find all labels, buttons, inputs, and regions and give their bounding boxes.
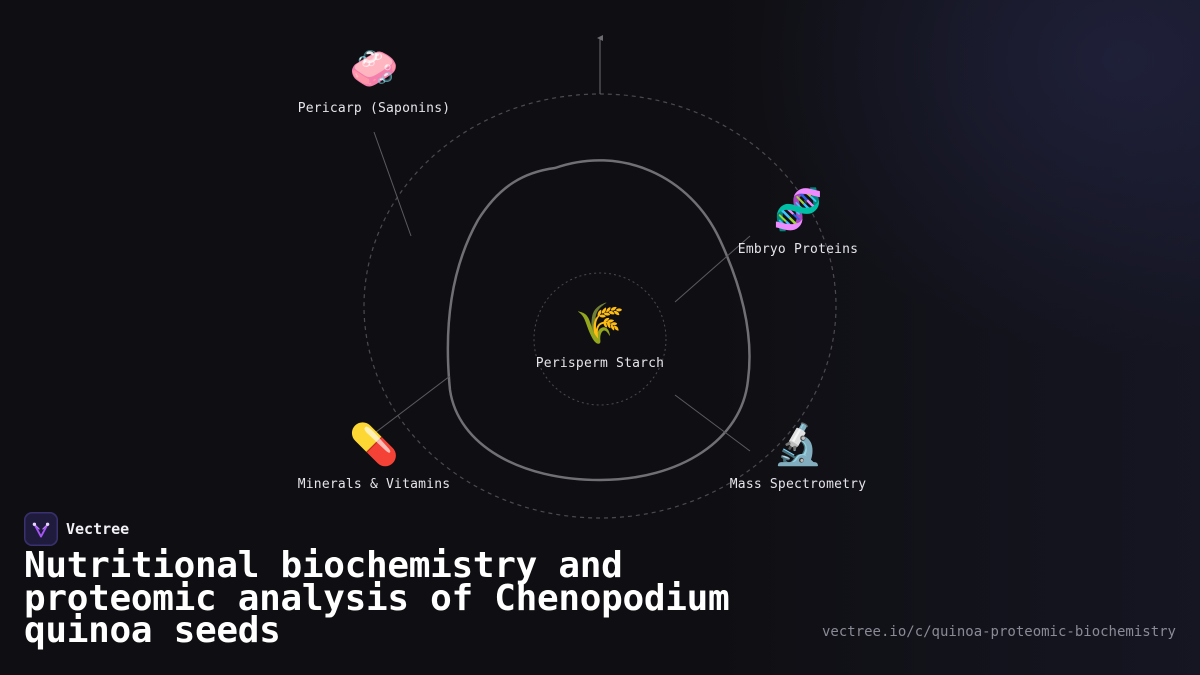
inner-core-ring xyxy=(533,272,667,406)
connector-embryo xyxy=(674,235,751,303)
soap-icon: 🧼 xyxy=(349,46,399,92)
node-minerals: 💊 Minerals & Vitamins xyxy=(264,421,484,492)
node-embryo: 🧬 Embryo Proteins xyxy=(688,186,908,257)
node-embryo-label: Embryo Proteins xyxy=(737,242,859,257)
center-node: 🌾 Perisperm Starch xyxy=(490,300,710,371)
node-mass-spec-label: Mass Spectrometry xyxy=(729,477,867,492)
wheat-sheaf-icon: 🌾 xyxy=(575,301,625,347)
connector-minerals xyxy=(375,375,451,433)
node-mass-spec: 🔬 Mass Spectrometry xyxy=(688,421,908,492)
node-pericarp-label: Pericarp (Saponins) xyxy=(297,101,451,116)
source-url[interactable]: vectree.io/c/quinoa-proteomic-biochemist… xyxy=(821,624,1176,640)
node-pericarp: 🧼 Pericarp (Saponins) xyxy=(264,45,484,116)
brand-name: Vectree xyxy=(66,520,130,538)
seed-outline xyxy=(446,159,751,482)
pill-icon: 💊 xyxy=(349,422,399,468)
brand[interactable]: Vectree xyxy=(24,512,129,546)
vectree-logo-icon xyxy=(24,512,58,546)
page-title: Nutritional biochemistry and proteomic a… xyxy=(24,545,730,651)
outer-orbit-ring xyxy=(363,93,837,519)
dna-icon: 🧬 xyxy=(773,187,823,233)
connector-mass-spec xyxy=(674,394,751,452)
connector-pericarp xyxy=(373,131,412,237)
microscope-icon: 🔬 xyxy=(773,422,823,468)
center-node-label: Perisperm Starch xyxy=(535,356,665,371)
node-minerals-label: Minerals & Vitamins xyxy=(297,477,451,492)
